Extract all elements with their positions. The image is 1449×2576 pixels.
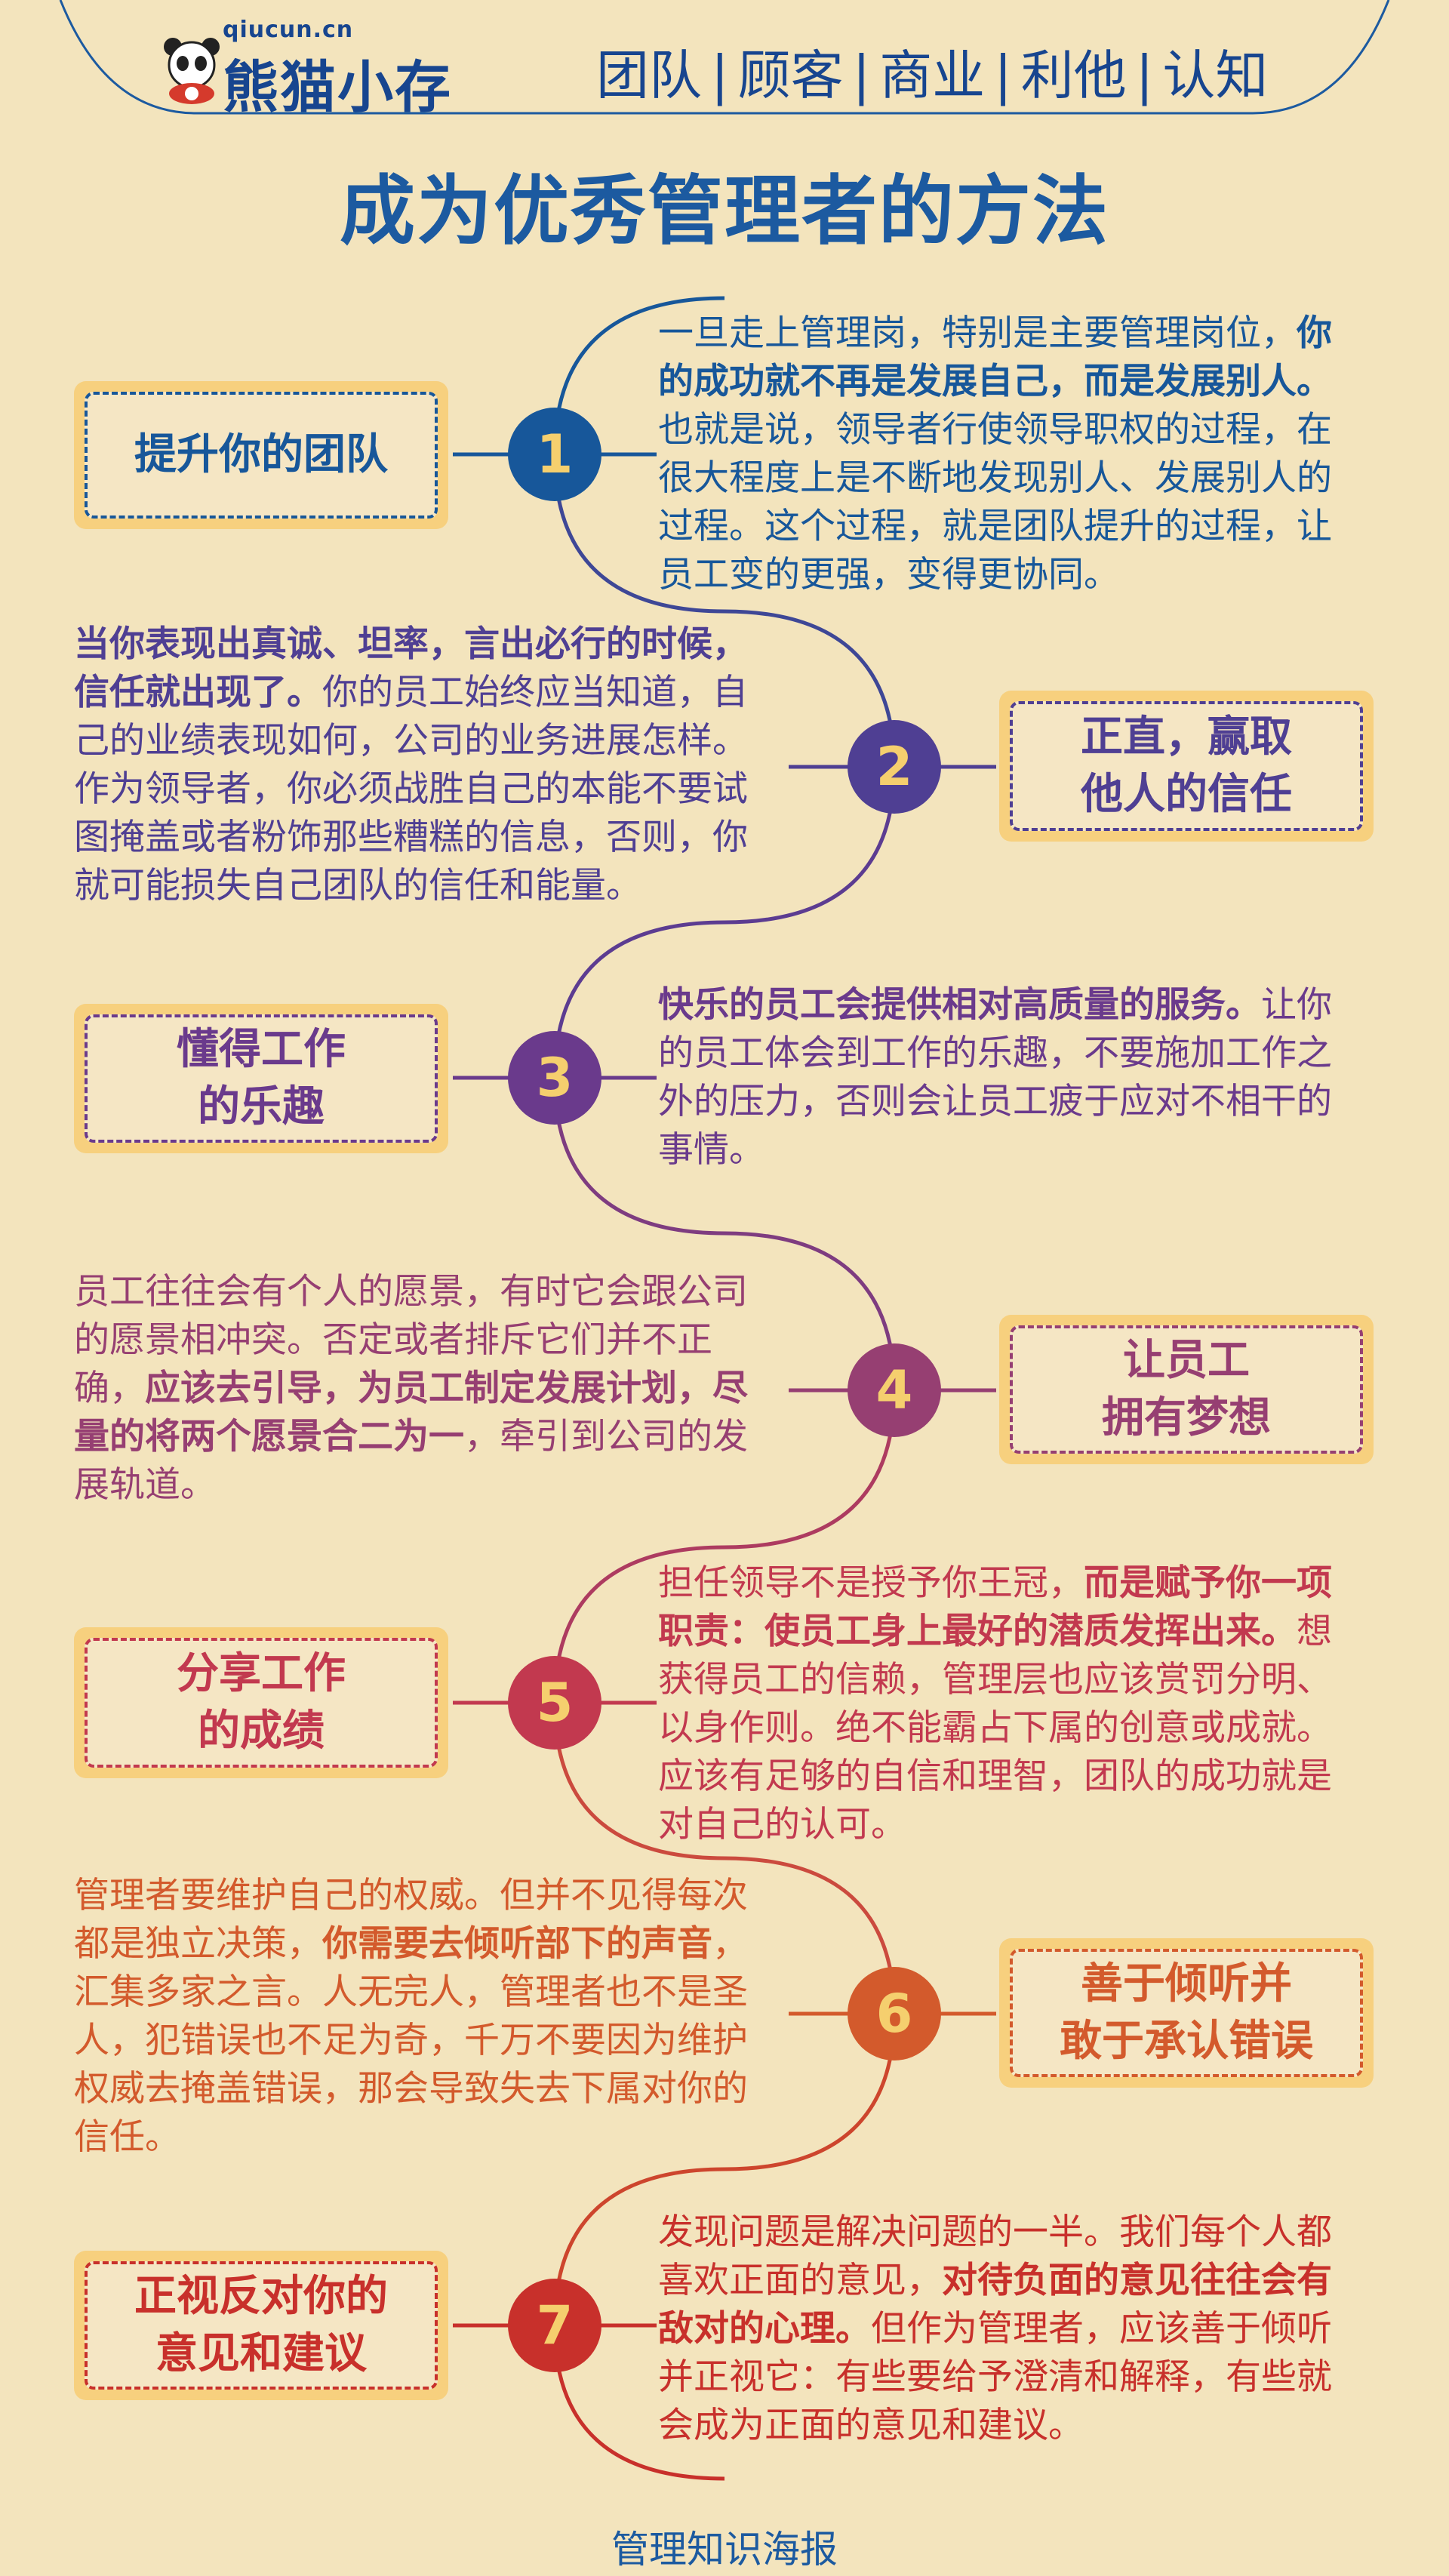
item-5-desc-part: 担任领导不是授予你王冠，	[658, 1562, 1084, 1604]
item-6-label: 善于倾听并敢于承认错误	[1010, 1949, 1363, 2077]
item-3-label: 懂得工作的乐趣	[85, 1014, 438, 1143]
nav-item-business[interactable]: 商业	[879, 45, 986, 106]
item-3-label-box: 懂得工作的乐趣	[74, 1004, 448, 1153]
item-1-desc-bold: 你的成功就不再是发展自己，而是发展别人。	[658, 312, 1332, 402]
item-4-label-line1: 让员工	[1123, 1336, 1250, 1386]
item-5-label-line1: 分享工作	[177, 1649, 346, 1699]
item-4-number-badge: 4	[848, 1343, 941, 1437]
logo-name: 熊猫小存	[223, 55, 452, 120]
item-6-description: 管理者要维护自己的权威。但并不见得每次都是独立决策，你需要去倾听部下的声音，汇集…	[74, 1872, 768, 2161]
item-1-label: 提升你的团队	[85, 392, 438, 519]
item-5-label-box: 分享工作的成绩	[74, 1627, 448, 1778]
nav-item-altruism[interactable]: 利他	[1020, 45, 1127, 106]
curve-4-5	[552, 1390, 897, 1703]
logo-url: qiucun.cn	[223, 17, 354, 43]
logo[interactable]: qiucun.cn 熊猫小存	[162, 15, 479, 120]
item-1-label-box: 提升你的团队	[74, 381, 448, 529]
curve-3-4	[552, 1077, 897, 1391]
item-1-label-line1: 提升你的团队	[134, 430, 388, 480]
nav-item-customer[interactable]: 顾客	[737, 45, 844, 106]
panda-icon	[164, 38, 220, 104]
item-7-desc-bold: 对待负面的意见往往会有敌对的心理。	[658, 2259, 1332, 2350]
item-5-desc-part: 想获得员工的信赖，管理层也应该赏罚分明、以身作则。绝不能霸占下属的创意或成就。应…	[658, 1610, 1332, 1845]
item-5-label-line2: 的成绩	[198, 1707, 325, 1756]
item-3-number-badge: 3	[508, 1031, 601, 1125]
item-2-label: 正直，赢取他人的信任	[1010, 701, 1363, 831]
curve-1-2	[552, 454, 897, 768]
nav-separator: |	[852, 45, 871, 106]
item-3-label-line1: 懂得工作	[177, 1025, 346, 1075]
item-7-desc-part: 发现问题是解决问题的一半。我们每个人都喜欢正面的意见，	[658, 2211, 1332, 2301]
nav-separator: |	[1135, 45, 1154, 106]
item-6-desc-part: 管理者要维护自己的权威。但并不见得每次都是独立决策，	[74, 1875, 748, 1965]
item-6-label-box: 善于倾听并敢于承认错误	[999, 1938, 1374, 2088]
item-2-desc-part: 你的员工始终应当知道，自己的业绩表现如何，公司的业务进展怎样。作为领导者，你必须…	[74, 671, 748, 906]
nav-item-team[interactable]: 团队	[596, 45, 702, 106]
item-6-desc-part: ，汇集多家之言。人无完人，管理者也不是圣人，犯错误也不足为奇，千万不要因为维护权…	[74, 1922, 748, 2158]
item-6-desc-bold: 你需要去倾听部下的声音	[322, 1922, 712, 1965]
item-6-number-badge: 6	[848, 1967, 941, 2060]
item-6-label-line1: 善于倾听并	[1081, 1959, 1292, 2009]
item-6-label-line2: 敢于承认错误	[1060, 2017, 1313, 2066]
item-4-desc-bold: 应该去引导，为员工制定发展计划，尽量的将两个愿景合二为一	[74, 1367, 748, 1457]
item-7-label: 正视反对你的意见和建议	[85, 2261, 438, 2390]
top-nav: 团队|顾客|商业|利他|认知	[596, 33, 1268, 109]
item-7-label-line2: 意见和建议	[155, 2329, 367, 2378]
nav-separator: |	[994, 45, 1012, 106]
item-4-label-box: 让员工拥有梦想	[999, 1315, 1374, 1464]
item-3-description: 快乐的员工会提供相对高质量的服务。让你的员工体会到工作的乐趣，不要施加工作之外的…	[658, 981, 1345, 1174]
item-4-label: 让员工拥有梦想	[1010, 1325, 1363, 1454]
page-title: 成为优秀管理者的方法	[340, 167, 1109, 255]
nav-item-cognition[interactable]: 认知	[1162, 45, 1269, 106]
item-7-label-line1: 正视反对你的	[134, 2272, 388, 2322]
item-3-label-line2: 的乐趣	[198, 1082, 325, 1131]
item-2-number-badge: 2	[848, 720, 941, 814]
item-7-number-badge: 7	[508, 2279, 601, 2372]
item-1-desc-part: 一旦走上管理岗，特别是主要管理岗位，	[658, 312, 1297, 354]
item-4-label-line2: 拥有梦想	[1102, 1393, 1271, 1442]
item-7-description: 发现问题是解决问题的一半。我们每个人都喜欢正面的意见，对待负面的意见往往会有敌对…	[658, 2208, 1345, 2450]
item-2-description: 当你表现出真诚、坦率，言出必行的时候，信任就出现了。你的员工始终应当知道，自己的…	[74, 620, 768, 909]
curve-6-7	[552, 2013, 897, 2326]
item-3-desc-bold: 快乐的员工会提供相对高质量的服务。	[658, 984, 1261, 1026]
item-3-desc-part: 让你的员工体会到工作的乐趣，不要施加工作之外的压力，否则会让员工疲于应对不相干的…	[658, 984, 1332, 1171]
item-7-label-box: 正视反对你的意见和建议	[74, 2251, 448, 2400]
item-1-desc-part: 也就是说，领导者行使领导职权的过程，在很大程度上是不断地发现别人、发展别人的过程…	[658, 408, 1332, 596]
item-1-description: 一旦走上管理岗，特别是主要管理岗位，你的成功就不再是发展自己，而是发展别人。也就…	[658, 309, 1345, 599]
item-2-label-box: 正直，赢取他人的信任	[999, 691, 1374, 842]
item-2-desc-bold: 当你表现出真诚、坦率，言出必行的时候，信任就出现了。	[74, 623, 748, 713]
footer-caption: 管理知识海报	[611, 2528, 838, 2571]
item-4-desc-part: 员工往往会有个人的愿景，有时它会跟公司的愿景相冲突。否定或者排斥它们并不正确，	[74, 1271, 748, 1409]
nav-separator: |	[711, 45, 729, 106]
item-5-description: 担任领导不是授予你王冠，而是赋予你一项职责：使员工身上最好的潜质发挥出来。想获得…	[658, 1559, 1345, 1848]
item-1-number-badge: 1	[508, 408, 601, 501]
item-5-desc-bold: 而是赋予你一项职责：使员工身上最好的潜质发挥出来。	[658, 1562, 1332, 1652]
curve-2-3	[552, 766, 897, 1079]
item-7-desc-part: 但作为管理者，应该善于倾听并正视它：有些要给予澄清和解释，有些就会成为正面的意见…	[658, 2307, 1332, 2446]
item-4-description: 员工往往会有个人的愿景，有时它会跟公司的愿景相冲突。否定或者排斥它们并不正确，应…	[74, 1268, 768, 1510]
curve-5-6	[552, 1702, 897, 2014]
item-2-label-line2: 他人的信任	[1081, 770, 1292, 819]
header: qiucun.cn 熊猫小存 团队|顾客|商业|利他|认知	[0, 0, 1449, 128]
item-2-label-line1: 正直，赢取	[1081, 712, 1292, 762]
item-5-number-badge: 5	[508, 1656, 601, 1750]
item-4-desc-part: ，牵引到公司的发展轨道。	[74, 1415, 748, 1506]
item-5-label: 分享工作的成绩	[85, 1638, 438, 1768]
header-arc	[59, 0, 1390, 115]
